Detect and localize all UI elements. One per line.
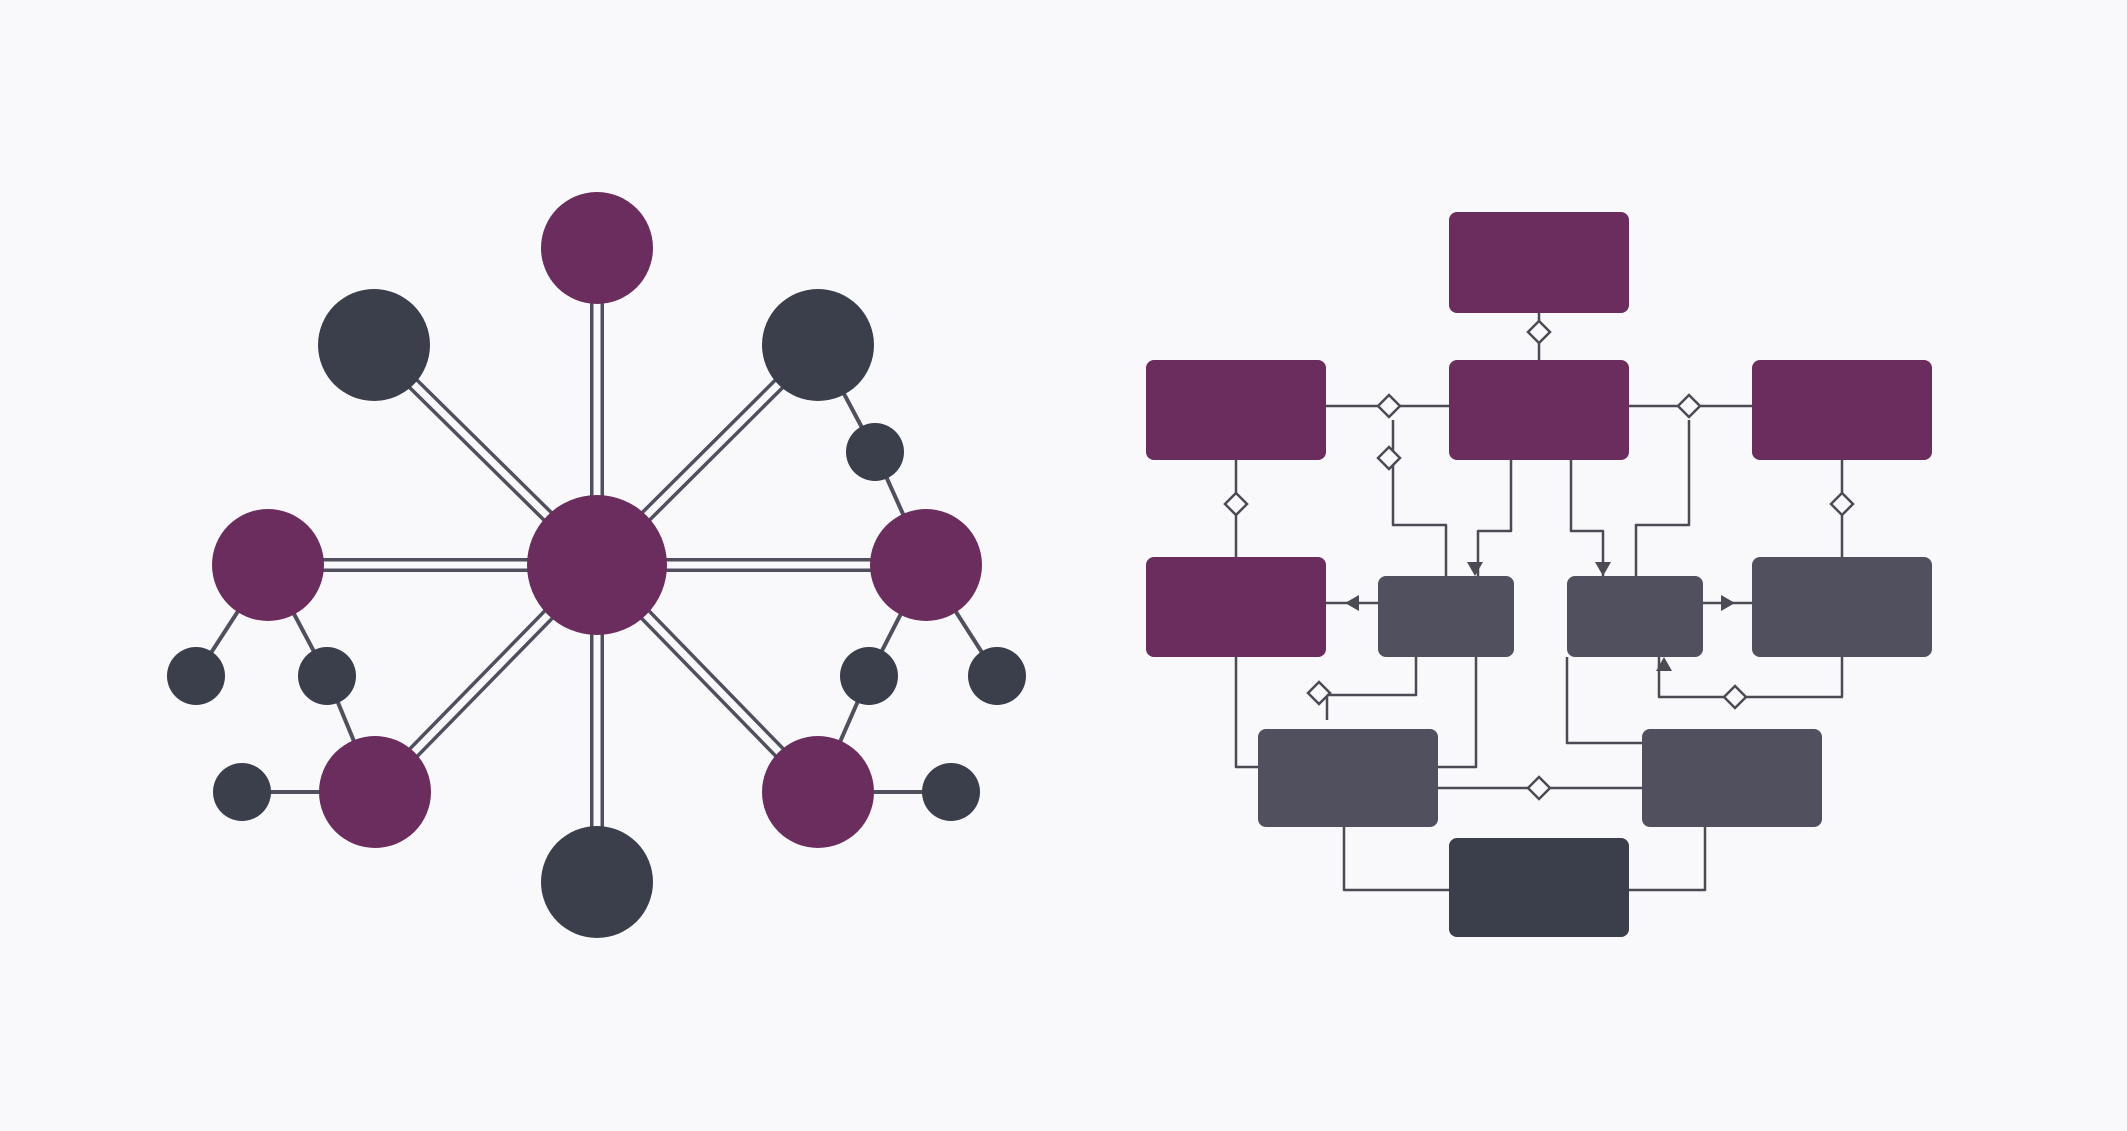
flowchart-connector [1391,420,1448,576]
diamond-connector-icon [1722,684,1748,710]
flowchart-box-row2-mid-a [1378,576,1514,657]
flowchart-box-root [1449,212,1629,313]
arrowhead-left-icon [1345,595,1359,611]
network-node-top-left [318,289,430,401]
network-node-l-leaf-2 [298,647,356,705]
flowchart-connector [1476,460,1513,576]
network-node-top-right [762,289,874,401]
arrowhead-right-icon [1721,595,1735,611]
flowchart-connector [1657,657,1844,699]
network-node-bottom-left [319,736,431,848]
network-nodes [167,192,1026,938]
flowchart-box-row2-left [1146,557,1326,657]
flowchart-box-row2-right [1752,557,1932,657]
flowchart-connector [1342,827,1449,892]
flowchart-box-row3-right [1642,729,1822,827]
flowchart-connector [1438,657,1478,769]
diamond-connector-icon [1676,393,1702,419]
network-node-bottom-right [762,736,874,848]
flowchart-box-right [1752,360,1932,460]
flowchart-connector [1234,657,1258,769]
flowchart-connector [1634,420,1691,576]
diamond-connector-icon [1376,393,1402,419]
flowchart-box-row2-mid-b [1567,576,1703,657]
network-node-r-leaf-1 [840,647,898,705]
flowchart-connector [1569,460,1605,576]
diamond-connector-icon [1376,445,1402,471]
diamond-connector-icon [1223,491,1249,517]
network-node-br-leaf [922,763,980,821]
network-node-l-leaf-1 [167,647,225,705]
network-node-bl-leaf [213,763,271,821]
network-node-r-leaf-2 [968,647,1026,705]
flowchart-connector [1629,827,1707,892]
network-node-top [541,192,653,304]
arrowhead-down-icon [1595,562,1611,576]
arrowhead-down-icon [1467,562,1483,576]
flowchart-connector [1325,657,1418,720]
diamond-connector-icon [1829,491,1855,517]
diamond-connector-icon [1526,319,1552,345]
flowchart-connector [1565,657,1642,745]
diamond-connector-icon [1306,680,1332,706]
flowchart-box-left [1146,360,1326,460]
network-node-center [527,495,667,635]
network-node-left [212,509,324,621]
flowchart-boxes [1146,212,1932,937]
flowchart-markers [1223,319,1855,801]
network-node-tr-leaf [846,423,904,481]
flowchart-box-bottom [1449,838,1629,937]
flowchart-box-mid [1449,360,1629,460]
flowchart-box-row3-left [1258,729,1438,827]
arrowhead-up-icon [1656,657,1672,671]
network-node-right [870,509,982,621]
diamond-connector-icon [1526,775,1552,801]
network-node-bottom [541,826,653,938]
